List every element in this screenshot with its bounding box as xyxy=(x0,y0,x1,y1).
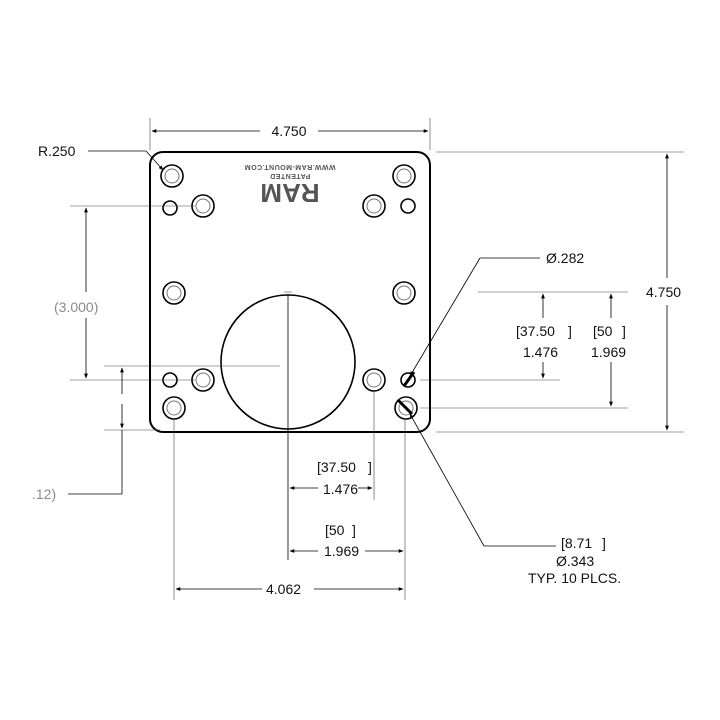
hole-mid-left xyxy=(162,281,186,305)
hole-low-left xyxy=(191,368,215,392)
dim-center-50-mm: [50 xyxy=(325,522,345,538)
hole-upper-right-inner xyxy=(366,198,382,214)
hole-top-left xyxy=(160,164,184,188)
dim-corner-radius: R.250 xyxy=(38,143,76,159)
hole-mid-left-inner xyxy=(166,285,182,301)
logo-brand: RAM xyxy=(260,178,319,208)
hole-bottom-left xyxy=(162,396,186,420)
hole-bottom-right-inner xyxy=(398,400,414,416)
dim-large-hole-note: TYP. 10 PLCS. xyxy=(528,570,621,586)
dim-bottom-span: 4.062 xyxy=(266,581,301,597)
dim-small-hole: Ø.282 xyxy=(546,250,584,266)
bracket-close-1: ] xyxy=(368,459,372,475)
dim-left-offset: .12) xyxy=(32,486,56,502)
bracket-close-4: ] xyxy=(622,323,626,339)
bracket-close-5: ] xyxy=(602,535,606,551)
dim-top-width: 4.750 xyxy=(271,123,306,139)
hole-top-left-inner xyxy=(164,168,180,184)
hole-mid-right-inner xyxy=(396,285,412,301)
dim-large-hole-mm: [8.71 xyxy=(561,535,592,551)
dim-right-height: 4.750 xyxy=(646,284,681,300)
logo-patented: PATENTED xyxy=(270,172,311,179)
dim-right-50-mm: [50 xyxy=(593,323,613,339)
hole-small-right xyxy=(400,198,416,214)
hole-upper-right xyxy=(362,194,386,218)
dim-center-37-in: 1.476 xyxy=(323,481,358,497)
hole-upper-left-inner xyxy=(195,198,211,214)
hole-low-left-inner xyxy=(195,372,211,388)
dim-large-hole-in: Ø.343 xyxy=(556,553,594,569)
dim-left-spacing: (3.000) xyxy=(54,299,98,315)
dim-right-37-in: 1.476 xyxy=(523,344,558,360)
hole-low-right xyxy=(362,368,386,392)
hole-bottom-left-inner xyxy=(166,400,182,416)
ram-logo: RAM PATENTED WWW.RAM-MOUNT.COM xyxy=(244,163,335,208)
hole-upper-left xyxy=(191,194,215,218)
hole-small-left xyxy=(162,200,178,216)
hole-top-right xyxy=(392,164,416,188)
dim-right-50-in: 1.969 xyxy=(591,344,626,360)
hole-low-right-inner xyxy=(366,372,382,388)
bracket-close-2: ] xyxy=(352,522,356,538)
bracket-close-3: ] xyxy=(568,323,572,339)
dim-right-37-mm: [37.50 xyxy=(516,323,555,339)
logo-url: WWW.RAM-MOUNT.COM xyxy=(244,163,335,170)
hole-top-right-inner xyxy=(396,168,412,184)
dim-center-50-in: 1.969 xyxy=(324,543,359,559)
dim-center-37-mm: [37.50 xyxy=(317,459,356,475)
hole-mid-right xyxy=(392,281,416,305)
